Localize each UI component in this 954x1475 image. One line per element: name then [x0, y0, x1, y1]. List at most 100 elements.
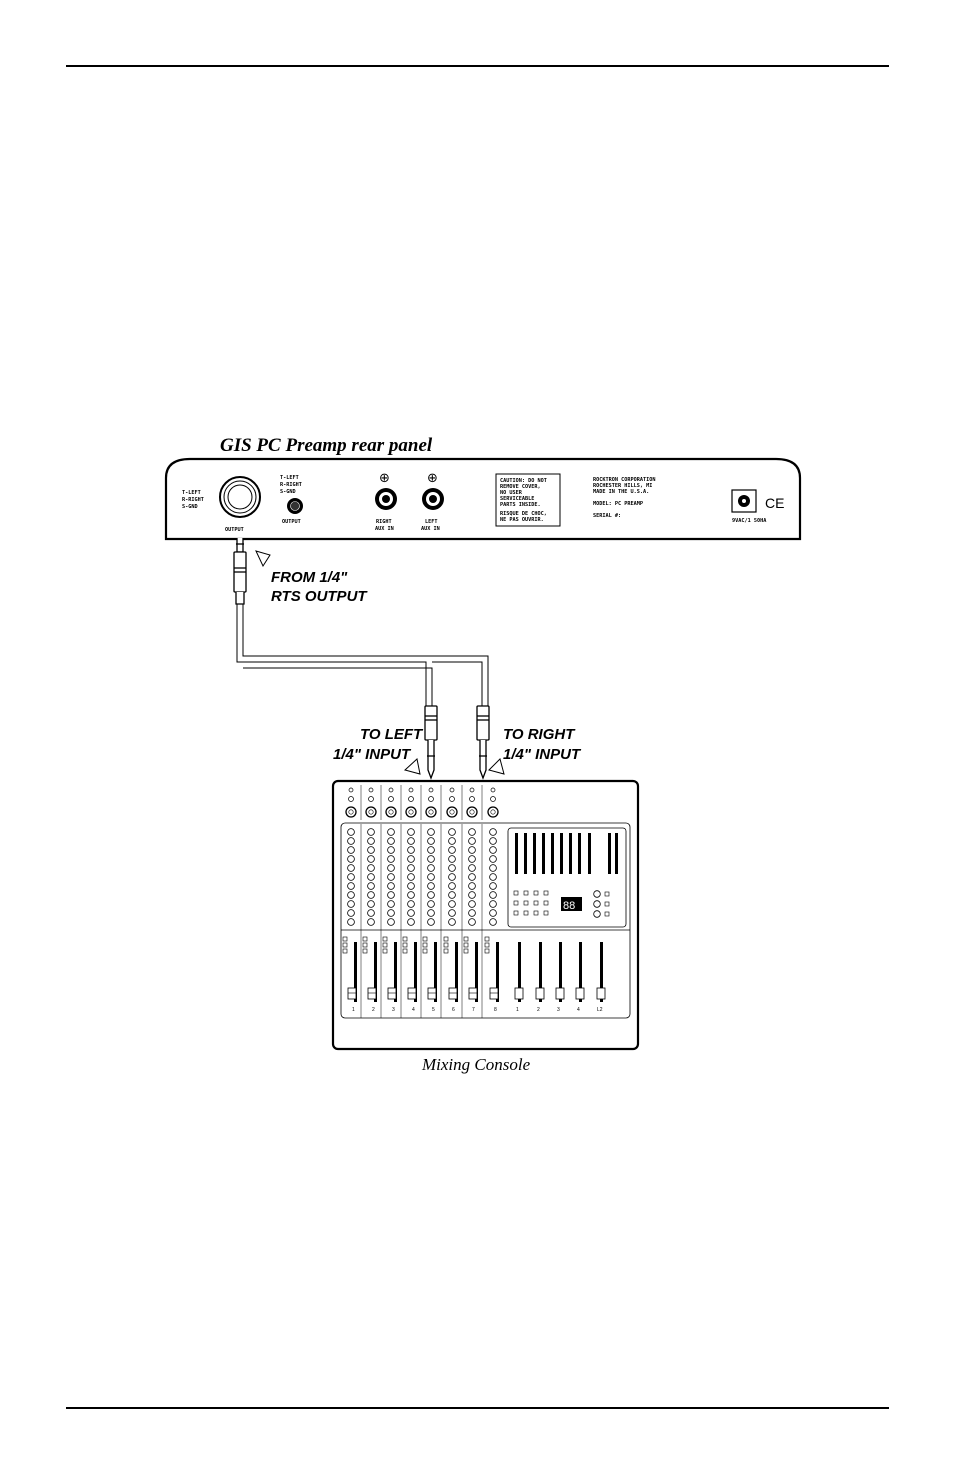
eq-knob[interactable] — [448, 846, 456, 854]
eq-knob[interactable] — [427, 837, 435, 845]
eq-knob[interactable] — [387, 864, 395, 872]
eq-knob[interactable] — [468, 846, 476, 854]
eq-knob[interactable] — [347, 909, 355, 917]
eq-knob[interactable] — [367, 828, 375, 836]
channel-button[interactable] — [342, 942, 348, 948]
channel-button[interactable] — [342, 948, 348, 954]
eq-knob[interactable] — [489, 909, 497, 917]
eq-knob[interactable] — [407, 900, 415, 908]
channel-button[interactable] — [422, 942, 428, 948]
eq-knob[interactable] — [468, 864, 476, 872]
eq-knob[interactable] — [448, 900, 456, 908]
master-knob[interactable] — [593, 890, 601, 898]
master-button[interactable] — [604, 891, 610, 897]
eq-knob[interactable] — [448, 909, 456, 917]
eq-knob[interactable] — [367, 909, 375, 917]
channel-button[interactable] — [484, 948, 490, 954]
eq-knob[interactable] — [427, 891, 435, 899]
eq-knob[interactable] — [489, 918, 497, 926]
eq-knob[interactable] — [387, 837, 395, 845]
eq-knob[interactable] — [387, 918, 395, 926]
eq-knob[interactable] — [427, 864, 435, 872]
eq-knob[interactable] — [407, 918, 415, 926]
eq-knob[interactable] — [468, 918, 476, 926]
eq-knob[interactable] — [468, 882, 476, 890]
bus-fader-cap[interactable] — [596, 987, 606, 1000]
output-jack[interactable] — [219, 476, 261, 518]
eq-knob[interactable] — [367, 837, 375, 845]
eq-knob[interactable] — [367, 900, 375, 908]
channel-button[interactable] — [382, 942, 388, 948]
eq-knob[interactable] — [427, 846, 435, 854]
channel-button[interactable] — [463, 936, 469, 942]
eq-knob[interactable] — [489, 837, 497, 845]
eq-knob[interactable] — [347, 837, 355, 845]
master-knob[interactable] — [593, 900, 601, 908]
fader-cap[interactable] — [489, 987, 499, 1000]
channel-button[interactable] — [443, 948, 449, 954]
eq-knob[interactable] — [448, 873, 456, 881]
eq-knob[interactable] — [427, 873, 435, 881]
master-button[interactable] — [513, 910, 519, 916]
channel-button[interactable] — [484, 936, 490, 942]
eq-knob[interactable] — [367, 882, 375, 890]
eq-knob[interactable] — [407, 846, 415, 854]
master-button[interactable] — [513, 890, 519, 896]
fader-cap[interactable] — [347, 987, 357, 1000]
bus-fader-cap[interactable] — [535, 987, 545, 1000]
eq-knob[interactable] — [367, 846, 375, 854]
eq-knob[interactable] — [367, 873, 375, 881]
master-button[interactable] — [543, 890, 549, 896]
eq-knob[interactable] — [407, 909, 415, 917]
eq-knob[interactable] — [387, 855, 395, 863]
master-button[interactable] — [533, 890, 539, 896]
channel-button[interactable] — [382, 948, 388, 954]
master-button[interactable] — [523, 910, 529, 916]
eq-knob[interactable] — [489, 846, 497, 854]
master-button[interactable] — [523, 890, 529, 896]
eq-knob[interactable] — [489, 864, 497, 872]
eq-knob[interactable] — [468, 828, 476, 836]
eq-knob[interactable] — [489, 855, 497, 863]
eq-knob[interactable] — [427, 900, 435, 908]
eq-knob[interactable] — [427, 909, 435, 917]
channel-button[interactable] — [402, 936, 408, 942]
eq-knob[interactable] — [347, 828, 355, 836]
right-aux-jack[interactable] — [375, 488, 397, 510]
eq-knob[interactable] — [367, 918, 375, 926]
eq-knob[interactable] — [347, 918, 355, 926]
eq-knob[interactable] — [468, 891, 476, 899]
eq-knob[interactable] — [387, 909, 395, 917]
eq-knob[interactable] — [448, 864, 456, 872]
channel-button[interactable] — [382, 936, 388, 942]
channel-button[interactable] — [422, 948, 428, 954]
master-knob[interactable] — [593, 910, 601, 918]
eq-knob[interactable] — [347, 864, 355, 872]
fader-cap[interactable] — [468, 987, 478, 1000]
eq-knob[interactable] — [468, 900, 476, 908]
eq-knob[interactable] — [387, 900, 395, 908]
eq-knob[interactable] — [427, 918, 435, 926]
eq-knob[interactable] — [427, 882, 435, 890]
eq-knob[interactable] — [387, 891, 395, 899]
channel-button[interactable] — [443, 936, 449, 942]
master-button[interactable] — [533, 910, 539, 916]
eq-knob[interactable] — [347, 846, 355, 854]
eq-knob[interactable] — [489, 891, 497, 899]
channel-button[interactable] — [422, 936, 428, 942]
eq-knob[interactable] — [427, 828, 435, 836]
eq-knob[interactable] — [347, 855, 355, 863]
fader-cap[interactable] — [367, 987, 377, 1000]
eq-knob[interactable] — [489, 882, 497, 890]
eq-knob[interactable] — [468, 909, 476, 917]
eq-knob[interactable] — [367, 864, 375, 872]
eq-knob[interactable] — [407, 855, 415, 863]
eq-knob[interactable] — [448, 855, 456, 863]
channel-button[interactable] — [402, 942, 408, 948]
eq-knob[interactable] — [387, 882, 395, 890]
fader-cap[interactable] — [427, 987, 437, 1000]
eq-knob[interactable] — [407, 882, 415, 890]
channel-button[interactable] — [443, 942, 449, 948]
master-button[interactable] — [543, 910, 549, 916]
eq-knob[interactable] — [489, 828, 497, 836]
